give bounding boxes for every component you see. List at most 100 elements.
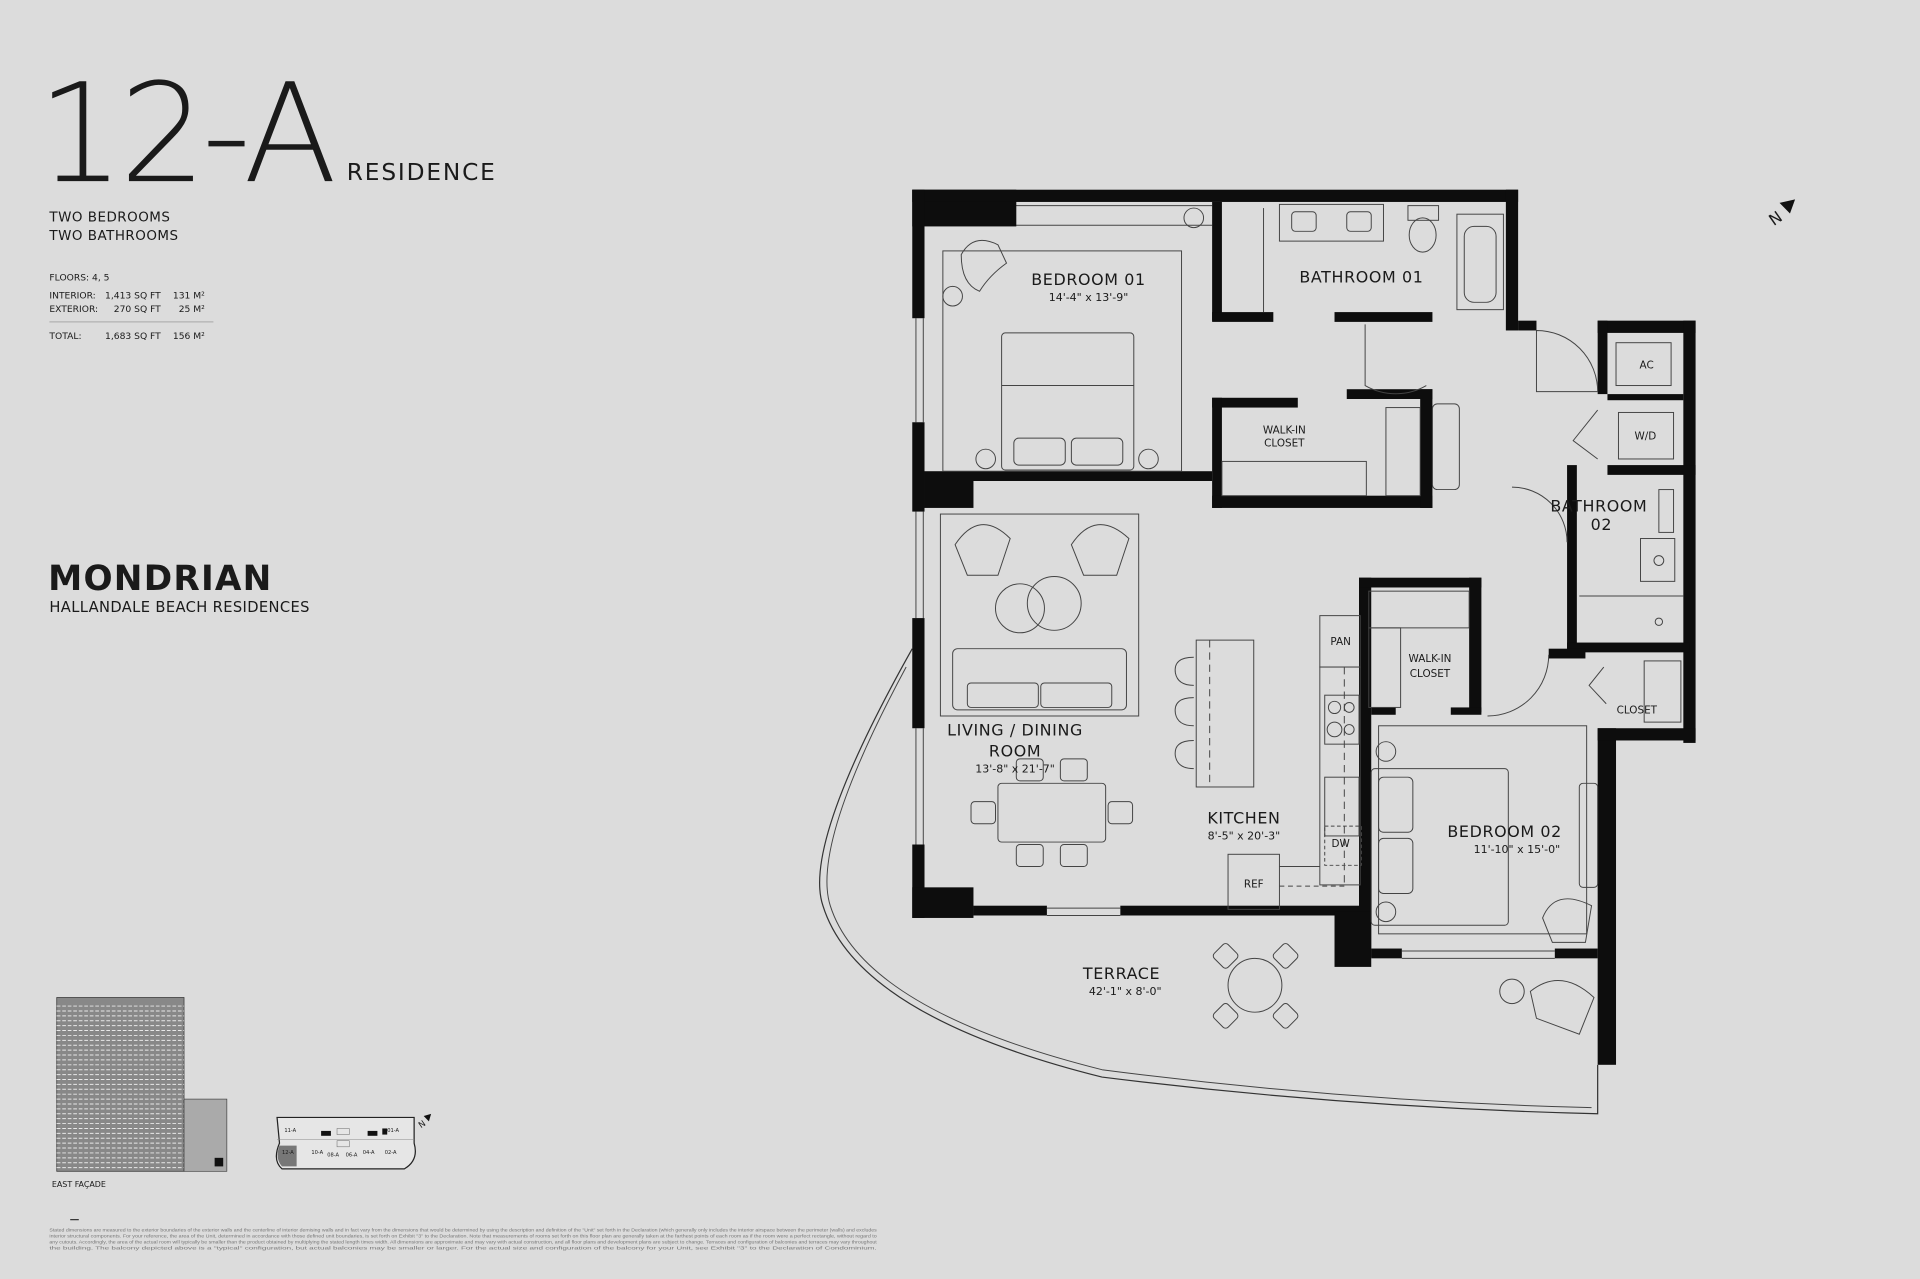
unit-number: 12-A bbox=[37, 55, 333, 214]
wall bbox=[912, 422, 925, 512]
brand-subtitle: HALLANDALE BEACH RESIDENCES bbox=[49, 599, 309, 616]
key-plan-unit: 01-A bbox=[387, 1128, 399, 1134]
wall bbox=[1371, 707, 1396, 715]
room-label-walk-in-closet-01: CLOSET bbox=[1264, 438, 1305, 450]
room-label-pantry: PAN bbox=[1330, 636, 1350, 648]
room-label-walk-in-closet-02: WALK-IN bbox=[1409, 653, 1452, 665]
wall bbox=[973, 905, 1047, 916]
disclaimer-line: the building. The balcony depicted above… bbox=[49, 1246, 876, 1251]
area-sqft: 1,683 SQ FT bbox=[105, 331, 161, 342]
room-label-bathroom-02: 02 bbox=[1591, 515, 1612, 534]
door-swing bbox=[1511, 486, 1568, 543]
wall bbox=[924, 481, 974, 508]
coffee-table bbox=[995, 583, 1045, 634]
room-label-closet: CLOSET bbox=[1617, 705, 1658, 717]
room-label-wd: W/D bbox=[1635, 430, 1657, 442]
door-swing bbox=[1535, 329, 1599, 393]
room-dim-kitchen: 8'-5" x 20'-3" bbox=[1208, 830, 1281, 843]
wall bbox=[912, 618, 925, 729]
room-dim-living-dining: 13'-8" x 21'-7" bbox=[975, 762, 1055, 775]
wall bbox=[1358, 577, 1482, 588]
wall bbox=[1450, 707, 1482, 715]
key-plan-unit: 12-A bbox=[282, 1150, 294, 1156]
key-plan-outline bbox=[275, 1116, 416, 1170]
lamp-icon bbox=[1375, 741, 1397, 762]
living-dining-furniture bbox=[939, 513, 1362, 910]
wall bbox=[1597, 728, 1696, 741]
key-plan-unit: 06-A bbox=[346, 1153, 358, 1159]
wall bbox=[1212, 201, 1222, 321]
walls bbox=[912, 189, 1696, 1065]
bathroom-count: TWO BATHROOMS bbox=[48, 229, 178, 244]
armchair bbox=[954, 524, 1011, 576]
lamp-icon bbox=[1138, 448, 1159, 470]
room-label-living-dining: LIVING / DINING bbox=[947, 721, 1083, 740]
bathtub bbox=[1456, 213, 1504, 311]
toilet bbox=[1407, 205, 1440, 221]
east-facade-elevation: EAST FAÇADE bbox=[52, 997, 228, 1221]
armchair bbox=[1070, 524, 1130, 576]
wall bbox=[1346, 389, 1433, 399]
wall bbox=[1334, 312, 1433, 322]
room-label-bedroom-02: BEDROOM 02 bbox=[1447, 822, 1561, 841]
walk-in-closet-01-shelving bbox=[1221, 403, 1460, 497]
bedroom-01-furniture bbox=[942, 207, 1205, 472]
wall bbox=[1518, 320, 1537, 331]
lounge-chair bbox=[1529, 980, 1595, 1035]
bed bbox=[1370, 768, 1509, 926]
room-label-ac: AC bbox=[1640, 359, 1654, 371]
disclaimer-line: Stated dimensions are measured to the ex… bbox=[49, 1227, 876, 1232]
area-sqm: 156 M² bbox=[173, 331, 205, 342]
wall bbox=[1505, 189, 1519, 331]
bed bbox=[1001, 332, 1135, 471]
wall bbox=[1212, 495, 1433, 508]
disclaimer-line: interior structural components. For your… bbox=[49, 1233, 877, 1238]
wall bbox=[1212, 312, 1274, 322]
rug bbox=[939, 513, 1140, 717]
room-label-bedroom-01: BEDROOM 01 bbox=[1031, 270, 1145, 289]
bathroom-01-fixtures bbox=[1263, 203, 1504, 313]
room-label-bathroom-02: BATHROOM bbox=[1550, 497, 1647, 516]
coffee-table bbox=[1026, 575, 1082, 631]
wall bbox=[924, 471, 1213, 482]
door-swing bbox=[1487, 654, 1550, 717]
door-swing bbox=[1572, 409, 1599, 460]
room-label-terrace: TERRACE bbox=[1082, 964, 1160, 983]
wall bbox=[1607, 394, 1684, 401]
patio-table bbox=[1227, 957, 1283, 1013]
label-dishwasher: DW bbox=[1331, 838, 1349, 850]
wall bbox=[1567, 642, 1690, 653]
dining-table bbox=[997, 782, 1107, 843]
ac-unit bbox=[1615, 342, 1672, 387]
room-label-walk-in-closet-01: WALK-IN bbox=[1263, 424, 1306, 436]
brand-logo: MONDRIAN bbox=[48, 559, 272, 599]
area-label: TOTAL: bbox=[48, 331, 81, 342]
bedroom-count: TWO BEDROOMS bbox=[48, 211, 170, 226]
wall bbox=[1597, 320, 1696, 333]
wall bbox=[1371, 948, 1402, 959]
room-label-bathroom-01: BATHROOM 01 bbox=[1299, 268, 1423, 287]
door-swing bbox=[1588, 666, 1607, 705]
room-dim-bedroom-01: 14'-4" x 13'-9" bbox=[1049, 291, 1129, 304]
facade-floor-lines bbox=[56, 1005, 185, 1169]
key-plan-unit: 11-A bbox=[284, 1128, 296, 1134]
wall bbox=[1548, 648, 1586, 659]
sink bbox=[1324, 776, 1360, 837]
key-plan-north-label: N bbox=[417, 1119, 428, 1131]
wall bbox=[1567, 465, 1577, 649]
wall bbox=[1683, 320, 1696, 743]
doors bbox=[1364, 324, 1607, 717]
room-label-walk-in-closet-02: CLOSET bbox=[1410, 668, 1451, 680]
wall bbox=[1358, 577, 1372, 958]
wall bbox=[912, 189, 1519, 202]
wall bbox=[912, 887, 974, 918]
area-label: INTERIOR: bbox=[49, 291, 95, 302]
terrace-outline bbox=[826, 666, 1592, 1109]
sofa bbox=[952, 648, 1127, 711]
key-plan-unit: 10-A bbox=[311, 1150, 323, 1156]
wall bbox=[1607, 465, 1696, 475]
floors: FLOORS: 4, 5 bbox=[49, 272, 109, 283]
wall bbox=[1597, 728, 1617, 1065]
area-sqft: 270 SQ FT bbox=[114, 304, 161, 315]
